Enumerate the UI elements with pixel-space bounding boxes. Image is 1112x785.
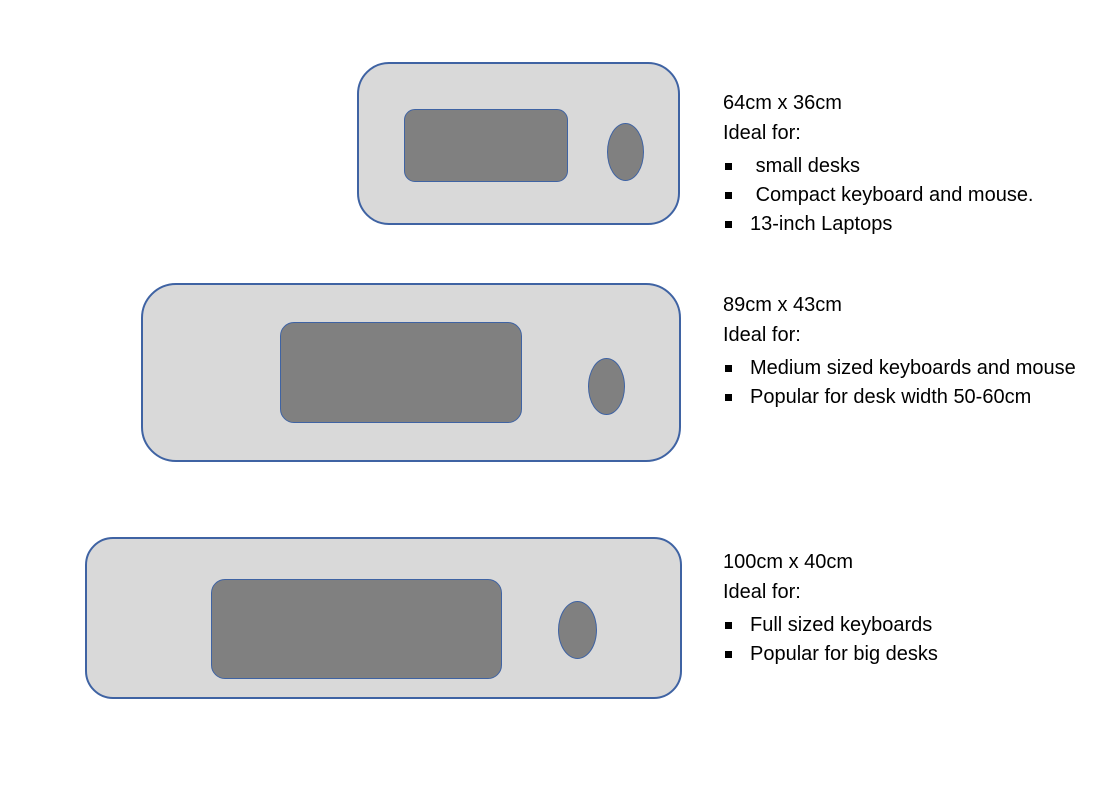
keyboard-shape-small [404,109,568,182]
size-heading: 89cm x 43cm [723,294,842,316]
feature-list: Full sized keyboards Popular for big des… [723,611,1085,669]
feature-item: Full sized keyboards [723,611,1085,640]
size-heading: 64cm x 36cm [723,92,842,114]
bullet-square-icon [725,394,732,401]
mouse-shape-small [607,123,644,181]
feature-item: Popular for desk width 50-60cm [723,383,1085,412]
bullet-square-icon [725,163,732,170]
bullet-square-icon [725,622,732,629]
bullet-square-icon [725,221,732,228]
bullet-square-icon [725,192,732,199]
bullet-square-icon [725,365,732,372]
deskmat-large-info: 100cm x 40cm Ideal for: Full sized keybo… [723,547,1085,669]
feature-text: 13-inch Laptops [750,213,893,235]
feature-item: Popular for big desks [723,640,1085,669]
feature-list: small desks Compact keyboard and mouse. … [723,152,1085,239]
feature-text: Full sized keyboards [750,614,933,636]
deskmat-medium-info: 89cm x 43cm Ideal for: Medium sized keyb… [723,290,1085,412]
feature-item: small desks [723,152,1085,181]
deskmat-small-info: 64cm x 36cm Ideal for: small desks Compa… [723,88,1085,239]
feature-text: small desks [750,155,861,177]
keyboard-shape-large [211,579,502,679]
feature-text: Compact keyboard and mouse. [750,184,1034,206]
feature-item: 13-inch Laptops [723,210,1085,239]
size-heading: 100cm x 40cm [723,551,854,573]
ideal-for-label: Ideal for: [723,122,801,144]
feature-item: Medium sized keyboards and mouse [723,354,1085,383]
feature-text: Popular for desk width 50-60cm [750,386,1032,408]
feature-list: Medium sized keyboards and mouse Popular… [723,354,1085,412]
keyboard-shape-medium [280,322,522,423]
ideal-for-label: Ideal for: [723,581,801,603]
mouse-shape-medium [588,358,625,415]
mouse-shape-large [558,601,597,659]
bullet-square-icon [725,651,732,658]
ideal-for-label: Ideal for: [723,324,801,346]
feature-item: Compact keyboard and mouse. [723,181,1085,210]
feature-text: Popular for big desks [750,643,938,665]
feature-text: Medium sized keyboards and mouse [750,357,1076,379]
